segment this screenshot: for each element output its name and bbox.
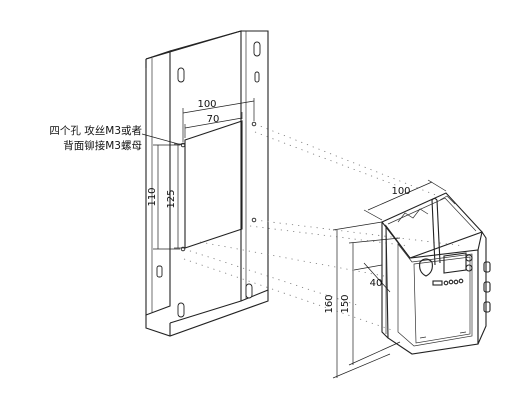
- mounting-plate: [145, 30, 269, 337]
- plate-cutout: [184, 120, 243, 249]
- device-button-3: [448, 279, 454, 285]
- device-button-4: [453, 279, 459, 285]
- device-button-1: [432, 280, 443, 286]
- slot-hole-top-right: [253, 41, 261, 57]
- dim-label-plate-hole-span: 100: [197, 99, 216, 110]
- dim-label-device-height-outer: 160: [324, 294, 335, 313]
- indicator-led-2: [465, 264, 473, 272]
- dim-label-cutout-width: 70: [207, 114, 220, 125]
- slot-hole-bottom-left: [177, 302, 185, 318]
- device-dimensions: 100 40 160 150: [324, 179, 447, 379]
- display-window: [443, 252, 467, 274]
- cable-gland-2: [483, 281, 491, 293]
- annotation-note: 四个孔 攻丝M3或者 背面铆接M3螺母: [49, 124, 183, 152]
- device-logo: [419, 258, 433, 277]
- dim-label-cutout-height: 125: [166, 189, 177, 208]
- cable-gland-3: [483, 301, 491, 313]
- device-enclosure: [381, 192, 491, 355]
- note-line-2: 背面铆接M3螺母: [63, 139, 142, 152]
- note-leader-line: [141, 133, 183, 146]
- slot-hole-bottom-right: [245, 283, 253, 299]
- flange-slot: [156, 265, 163, 278]
- plate-dimensions: 100 70 125 110: [147, 98, 255, 250]
- slot-hole-top-left: [177, 67, 185, 83]
- dim-label-device-height-inner: 150: [340, 294, 351, 313]
- dim-label-device-depth: 40: [370, 278, 383, 289]
- note-line-1: 四个孔 攻丝M3或者: [49, 124, 142, 137]
- indicator-led-1: [465, 254, 473, 262]
- device-button-5: [458, 278, 464, 284]
- dim-label-device-width: 100: [391, 186, 410, 197]
- dim-label-hole-spacing: 110: [147, 187, 158, 206]
- flange-slot-right: [254, 71, 260, 83]
- antenna: [431, 199, 436, 266]
- cable-gland-1: [483, 261, 491, 273]
- device-button-2: [443, 280, 449, 286]
